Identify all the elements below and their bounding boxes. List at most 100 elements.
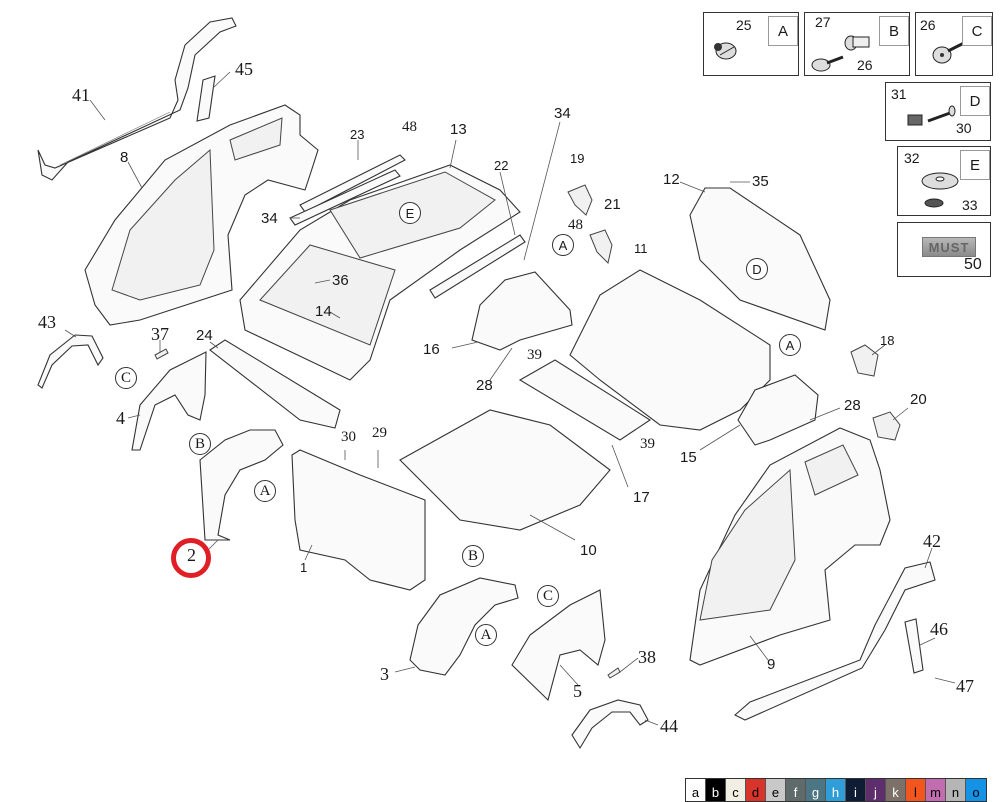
palette-swatch-d[interactable]: d	[746, 779, 766, 801]
part-9-body-side-right	[689, 427, 891, 666]
palette-swatch-k[interactable]: k	[886, 779, 906, 801]
label-35: 35	[752, 173, 769, 190]
palette-swatch-l[interactable]: l	[906, 779, 926, 801]
part-21-bracket	[589, 229, 613, 264]
label-38: 38	[638, 647, 656, 667]
label-9: 9	[767, 656, 776, 673]
label-42: 42	[923, 531, 941, 551]
label-15: 15	[680, 449, 697, 466]
label-1: 1	[300, 560, 308, 575]
part-42-side-sill-outer-right	[734, 561, 936, 721]
part-18-bracket	[850, 344, 879, 377]
callout-C: C	[537, 585, 559, 607]
part-17-crossmember	[518, 359, 652, 441]
label-29: 29	[372, 425, 387, 441]
palette-swatch-c[interactable]: c	[726, 779, 746, 801]
legend-box-C: 26 C	[915, 12, 993, 76]
part-24-cowl-panel	[209, 339, 341, 429]
label-45: 45	[235, 59, 253, 79]
must-badge-icon: MUST	[922, 237, 976, 257]
label-8: 8	[120, 149, 129, 166]
label-41: 41	[72, 85, 90, 105]
legend-part-num: 31	[891, 86, 907, 102]
label-11: 11	[634, 241, 648, 256]
label-18: 18	[880, 333, 895, 348]
part-22-roof-rail-rear	[429, 234, 526, 299]
callout-A: A	[779, 334, 801, 356]
legend-part-num: 50	[964, 256, 982, 273]
legend-letter: B	[879, 16, 909, 46]
callout-A: A	[552, 234, 574, 256]
palette-swatch-b[interactable]: b	[706, 779, 726, 801]
callout-B: B	[189, 433, 211, 455]
grommet-30-31-icon	[907, 105, 956, 126]
legend-part-num: 26	[857, 57, 873, 73]
legend-box-D: 31 30 D	[885, 82, 991, 141]
push-pin-26-27-icon	[811, 35, 870, 72]
label-30: 30	[341, 429, 356, 445]
legend-letter: E	[960, 150, 990, 180]
label-10: 10	[580, 542, 597, 559]
palette-swatch-f[interactable]: f	[786, 779, 806, 801]
label-21: 21	[604, 196, 621, 213]
callout-A: A	[475, 624, 497, 646]
part-43-wheel-arch-trim	[37, 334, 104, 389]
part-5-front-fender-right	[511, 589, 606, 702]
label-28: 28	[476, 377, 493, 394]
legend-box-badge: MUST 50	[897, 222, 991, 277]
part-8-body-side-left	[84, 104, 319, 326]
palette-swatch-o[interactable]: o	[966, 779, 986, 801]
label-3: 3	[380, 664, 389, 684]
part-44-wheel-arch-trim	[571, 699, 649, 750]
legend-part-num: 32	[904, 150, 920, 166]
legend-letter: C	[962, 16, 992, 46]
part-34-roof-strip-left	[289, 169, 401, 226]
palette-swatch-g[interactable]: g	[806, 779, 826, 801]
part-13-roof-panel	[239, 164, 521, 381]
washer-32-33-icon	[921, 172, 959, 208]
legend-part-num: 30	[956, 120, 972, 136]
legend-part-num: 25	[736, 17, 752, 33]
label-44: 44	[660, 716, 678, 736]
legend-box-B: 27 26 B	[804, 12, 910, 76]
label-47: 47	[956, 676, 974, 696]
part-4-front-fender	[131, 351, 207, 451]
label-22: 22	[494, 158, 509, 173]
palette-swatch-a[interactable]: a	[686, 779, 706, 801]
clip-25-icon	[714, 42, 737, 60]
palette-swatch-i[interactable]: i	[846, 779, 866, 801]
callout-D: D	[746, 258, 768, 280]
label-46: 46	[930, 619, 948, 639]
label-19: 19	[570, 151, 585, 166]
highlight-ring-part-2	[171, 538, 211, 578]
callout-A: A	[254, 480, 276, 502]
part-10-front-floor	[399, 409, 611, 531]
legend-letter: D	[960, 86, 990, 116]
legend-letter: A	[768, 16, 798, 46]
label-12: 12	[663, 171, 680, 188]
leader-lines	[64, 71, 956, 726]
palette-swatch-j[interactable]: j	[866, 779, 886, 801]
label-20: 20	[910, 391, 927, 408]
palette-swatch-e[interactable]: e	[766, 779, 786, 801]
part-20-bracket	[872, 411, 901, 441]
label-28: 28	[844, 397, 861, 414]
label-34: 34	[554, 105, 571, 122]
palette-swatch-m[interactable]: m	[926, 779, 946, 801]
palette-swatch-n[interactable]: n	[946, 779, 966, 801]
legend-box-A: 25 A	[703, 12, 799, 76]
palette-swatch-h[interactable]: h	[826, 779, 846, 801]
part-23-roof-rail	[299, 154, 406, 213]
label-16: 16	[423, 341, 440, 358]
part-37-clip	[154, 348, 169, 360]
part-38-clip	[607, 667, 621, 679]
part-16-rear-wheelhouse-left	[471, 271, 573, 351]
legend-part-num: 33	[962, 197, 978, 213]
label-48: 48	[568, 217, 583, 233]
legend-box-E: 32 33 E	[897, 146, 991, 216]
part-19-bracket	[567, 184, 593, 216]
part-15-rear-wheelhouse-right	[737, 374, 819, 446]
part-41-side-sill-outer	[37, 17, 237, 181]
